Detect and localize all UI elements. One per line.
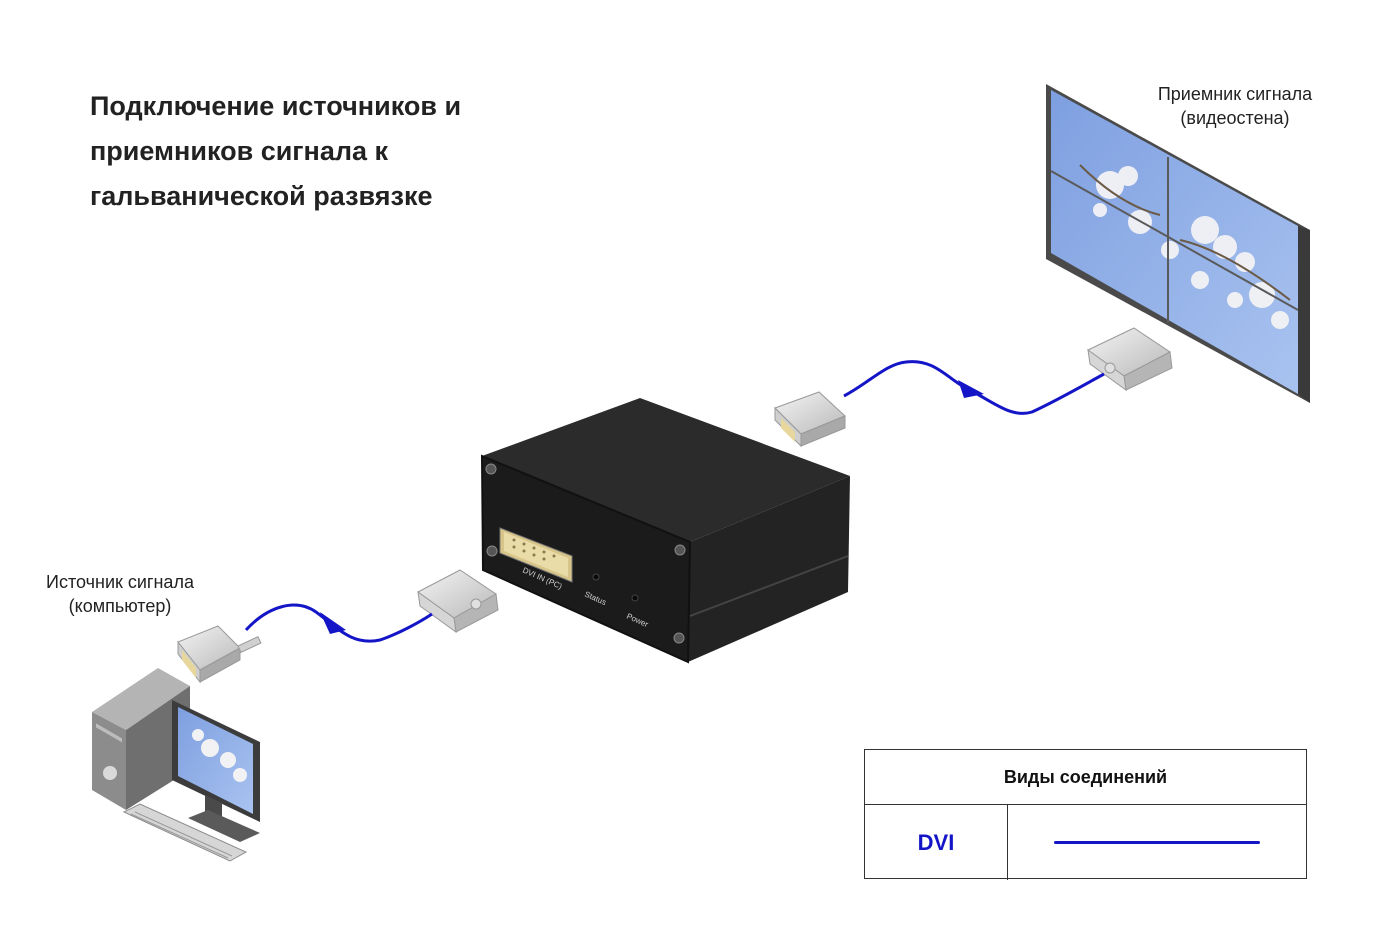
video-wall [1046, 84, 1310, 403]
source-label: Источник сигнала (компьютер) [20, 570, 220, 618]
legend-row: DVI [865, 805, 1306, 880]
connection-legend: Виды соединений DVI [864, 749, 1307, 880]
title-line-3: гальванической развязке [90, 181, 433, 211]
receiver-label-line-1: Приемник сигнала [1157, 84, 1313, 104]
legend-line-sample [1054, 841, 1260, 844]
dvi-connector-device-out [774, 391, 846, 448]
cable-arrow [958, 380, 984, 398]
cable-arrow [320, 612, 346, 634]
isolation-device: DVI IN (PC) Status Power [480, 398, 850, 664]
dvi-connector-device-in [417, 569, 499, 634]
source-label-line-1: Источник сигнала [46, 572, 194, 592]
legend-heading: Виды соединений [865, 750, 1306, 805]
title-line-1: Подключение источников и [90, 91, 462, 121]
computer [92, 668, 260, 862]
dvi-cable-source [244, 603, 433, 643]
receiver-label-line-2: (видеостена) [1180, 108, 1290, 128]
legend-row-name: DVI [865, 805, 1008, 880]
legend-line-cell [1008, 805, 1306, 880]
diagram-title: Подключение источников и приемников сигн… [90, 84, 550, 219]
dvi-connector-source [177, 625, 262, 684]
source-label-line-2: (компьютер) [68, 596, 172, 616]
receiver-label: Приемник сигнала (видеостена) [1130, 82, 1340, 130]
title-line-2: приемников сигнала к [90, 136, 389, 166]
dvi-connector-receiver [1087, 327, 1173, 392]
dvi-cable-receiver [843, 360, 1105, 415]
